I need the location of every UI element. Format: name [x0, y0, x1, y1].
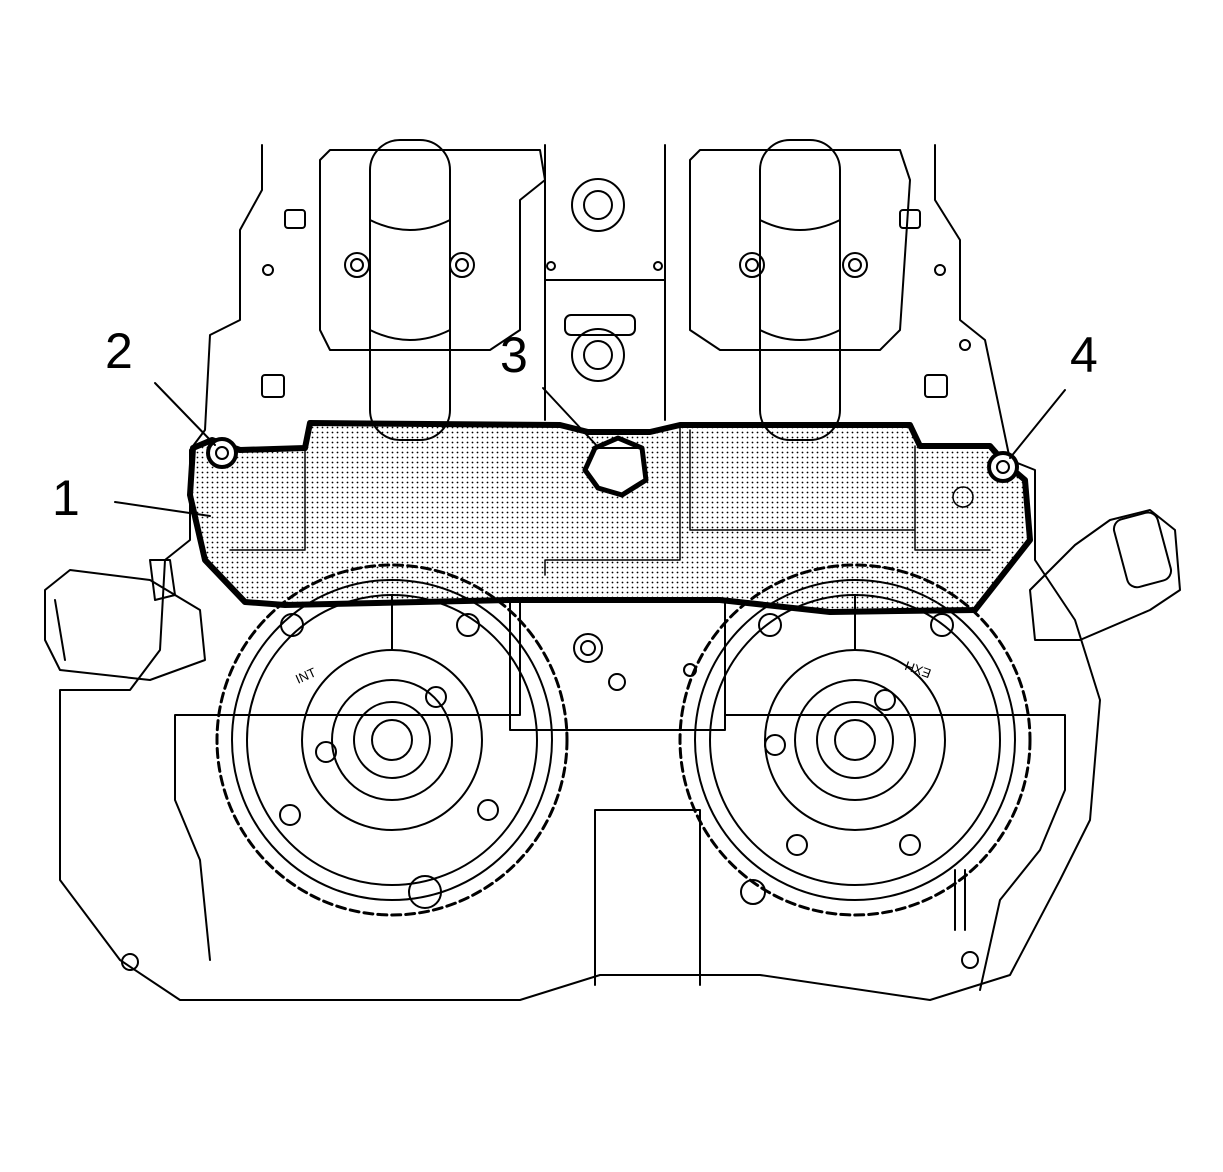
front-cover [174, 599, 1066, 991]
callout-1: 1 [52, 470, 80, 526]
intake-camshaft-sprocket [215, 563, 569, 917]
spark-plug-wells [564, 178, 636, 382]
center-spine [544, 144, 666, 421]
tool-hex-nut [582, 435, 649, 498]
leader-lines [114, 382, 1066, 517]
lower-bolts [121, 869, 979, 971]
cam-housing-right [689, 149, 911, 351]
sprocket-bolts [280, 613, 954, 637]
intake-gear-mark: INT [293, 664, 318, 686]
callout-4: 4 [1070, 327, 1098, 383]
head-holes [261, 209, 971, 398]
callout-2: 2 [105, 323, 133, 379]
cam-cap-bolts [344, 252, 868, 278]
cam-housing-left [319, 149, 546, 351]
tool-inner-lines [229, 424, 991, 576]
exhaust-camshaft [759, 139, 841, 441]
right-solenoid [1029, 509, 1181, 641]
left-sensor [44, 569, 206, 681]
intake-camshaft [369, 139, 451, 441]
callout-3: 3 [500, 327, 528, 383]
tool-bolt-right [987, 451, 1019, 483]
exhaust-gear-mark: EXH [903, 658, 933, 681]
exhaust-camshaft-sprocket [678, 563, 1032, 917]
